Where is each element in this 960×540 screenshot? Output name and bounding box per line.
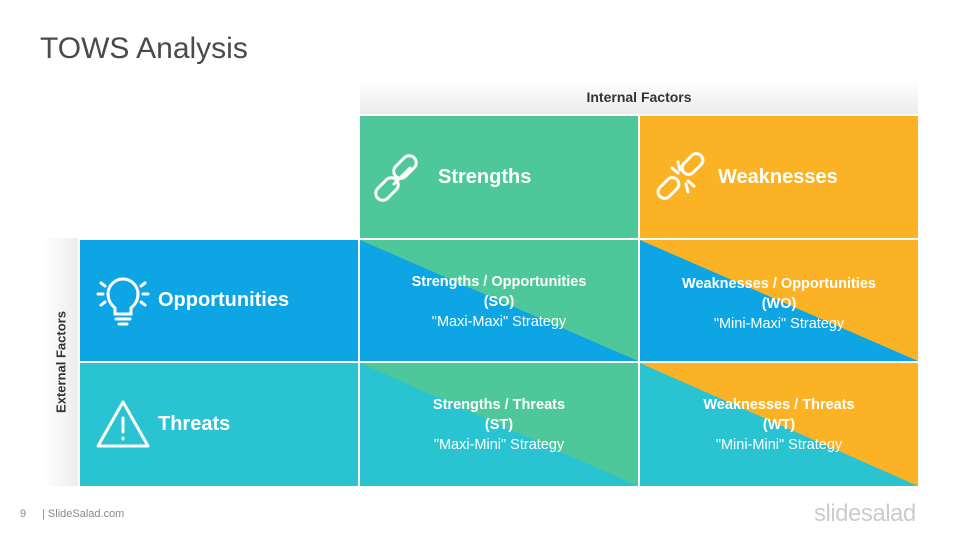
wt-title: Weaknesses / Threats bbox=[703, 397, 855, 413]
quadrant-so: Strengths / Opportunities (SO) "Maxi-Max… bbox=[360, 240, 638, 361]
st-code: (ST) bbox=[484, 417, 514, 433]
quadrant-wt: Weaknesses / Threats (WT) "Mini-Mini" St… bbox=[640, 363, 918, 486]
footer-brand: | SlideSalad.com bbox=[42, 508, 125, 520]
wo-title: Weaknesses / Opportunities bbox=[682, 276, 876, 292]
wo-code: (WO) bbox=[761, 296, 797, 312]
external-factors-label: External Factors bbox=[53, 311, 69, 413]
st-strategy: "Maxi-Mini" Strategy bbox=[433, 437, 565, 453]
wo-strategy: "Mini-Maxi" Strategy bbox=[713, 316, 845, 332]
slidesalad-logo: slidesalad bbox=[814, 500, 916, 527]
threats-header: Threats bbox=[80, 363, 358, 486]
wt-strategy: "Mini-Mini" Strategy bbox=[715, 437, 843, 453]
weaknesses-header: Weaknesses bbox=[640, 116, 918, 238]
quadrant-st: Strengths / Threats (ST) "Maxi-Mini" Str… bbox=[360, 363, 638, 486]
quadrant-st-background bbox=[360, 363, 638, 486]
lightbulb-icon bbox=[94, 272, 152, 330]
external-factors-header bbox=[44, 238, 78, 486]
strengths-label: Strengths bbox=[438, 165, 532, 188]
slide-title: TOWS Analysis bbox=[40, 32, 248, 65]
strengths-header: Strengths bbox=[360, 116, 638, 238]
weaknesses-label: Weaknesses bbox=[718, 165, 838, 188]
st-title: Strengths / Threats bbox=[432, 397, 566, 413]
opportunities-label: Opportunities bbox=[158, 289, 290, 311]
so-strategy: "Maxi-Maxi" Strategy bbox=[431, 314, 567, 330]
so-code: (SO) bbox=[483, 294, 515, 310]
page-number: 9 bbox=[20, 508, 27, 520]
quadrant-so-background bbox=[360, 240, 638, 361]
quadrant-wt-background bbox=[640, 363, 918, 486]
wt-code: (WT) bbox=[762, 417, 796, 433]
internal-factors-label: Internal Factors bbox=[586, 89, 692, 105]
quadrant-wo-background bbox=[640, 240, 918, 361]
chain-link-icon bbox=[374, 148, 432, 206]
quadrant-wo: Weaknesses / Opportunities (WO) "Mini-Ma… bbox=[640, 240, 918, 361]
broken-chain-icon bbox=[654, 148, 712, 206]
opportunities-header: Opportunities bbox=[80, 240, 358, 361]
so-title: Strengths / Opportunities bbox=[411, 274, 587, 290]
warning-icon bbox=[94, 396, 152, 454]
threats-label: Threats bbox=[158, 413, 231, 435]
internal-factors-header: Internal Factors bbox=[360, 80, 918, 114]
